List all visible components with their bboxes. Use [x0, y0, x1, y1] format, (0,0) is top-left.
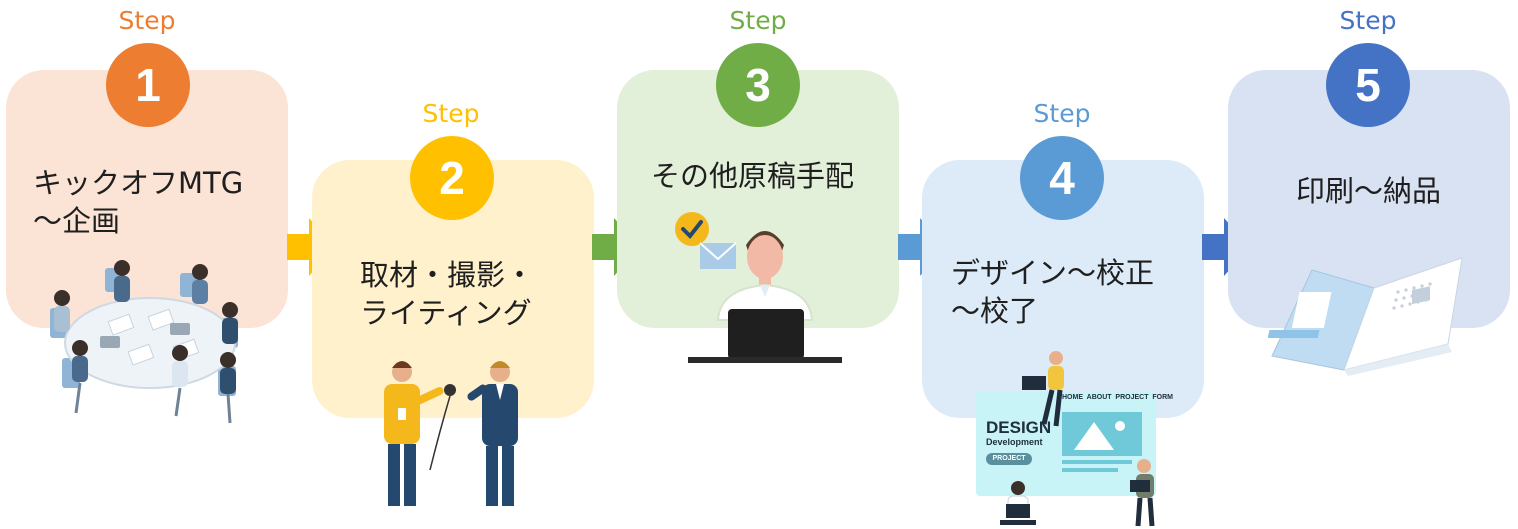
step-1-label: Step — [118, 6, 176, 35]
step-1-title-line-1: キックオフMTG — [33, 166, 244, 200]
step-3-label: Step — [729, 6, 787, 35]
step-4-title-line-1: デザイン〜校正 — [951, 256, 1155, 290]
mockup-heading: DESIGN — [986, 418, 1052, 437]
step-5-label: Step — [1339, 6, 1397, 35]
step-1-number: 1 — [106, 43, 190, 127]
mockup-project-button: PROJECT — [986, 453, 1032, 465]
step-2-title-line-2: ライティング — [360, 296, 532, 330]
mockup-nav-project: PROJECT — [1115, 394, 1149, 401]
mockup-nav-home: HOME — [1062, 394, 1083, 401]
mockup-nav: HOME ABOUT PROJECT FORM — [1062, 394, 1173, 401]
step-5-title: 印刷〜納品 — [1296, 174, 1442, 208]
step-4-title-line-2: 〜校了 — [951, 294, 1039, 328]
step-1-title-line-2: 〜企画 — [33, 204, 121, 238]
desk-worker-illustration — [675, 212, 842, 363]
mockup-nav-form: FORM — [1152, 394, 1173, 401]
step-5-number: 5 — [1326, 43, 1410, 127]
step-2-label: Step — [422, 99, 480, 128]
step-3-title: その他原稿手配 — [651, 159, 855, 193]
step-2-number: 2 — [410, 136, 494, 220]
step-2-title-line-1: 取材・撮影・ — [360, 258, 535, 292]
printed-booklet-illustration — [1267, 257, 1463, 376]
mockup-subheading: Development — [986, 437, 1043, 447]
arrow-1-to-2 — [287, 218, 335, 276]
step-3-number: 3 — [716, 43, 800, 127]
step-4-number: 4 — [1020, 136, 1104, 220]
arrow-4-to-5 — [1202, 218, 1250, 276]
meeting-table-illustration — [50, 260, 238, 424]
arrow-2-to-3 — [592, 218, 640, 276]
web-design-illustration: HOME ABOUT PROJECT FORM DESIGN Developme… — [970, 350, 1173, 528]
mockup-nav-about: ABOUT — [1086, 394, 1112, 401]
interview-illustration — [384, 361, 518, 506]
step-4-label: Step — [1033, 99, 1091, 128]
